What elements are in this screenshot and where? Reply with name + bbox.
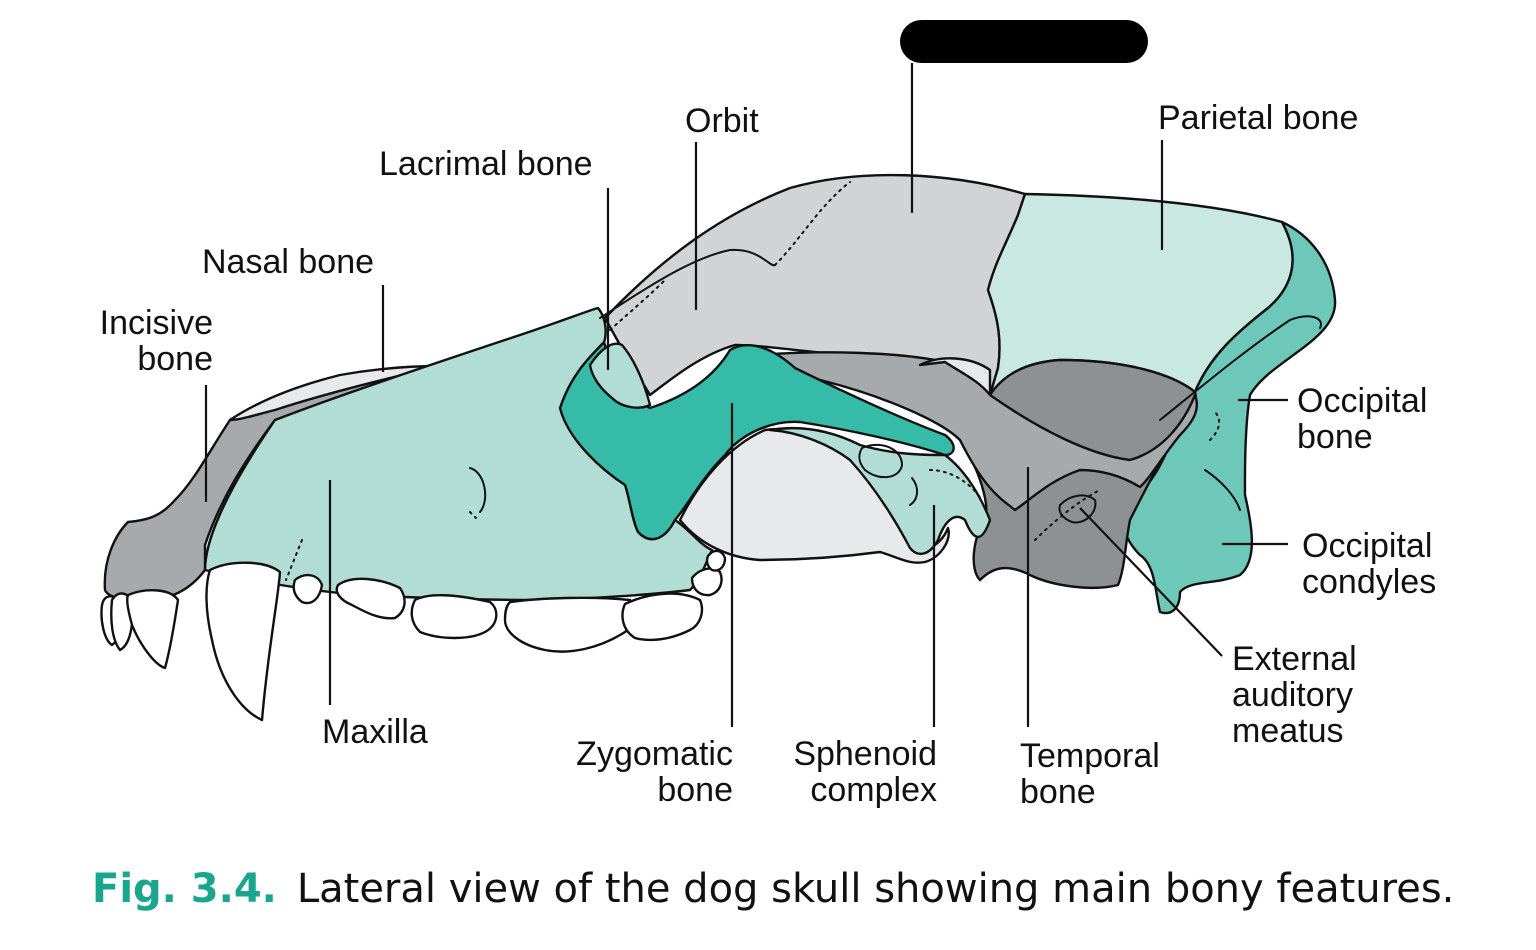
lacrimal-bone-label: Lacrimal bone — [379, 145, 593, 183]
molar-tooth — [621, 592, 704, 642]
pterygoid-region — [918, 357, 992, 397]
leader-lines — [204, 63, 1288, 727]
nasal-bone-label: Nasal bone — [202, 243, 374, 281]
occipital-condyles-label: Occipital — [1302, 527, 1432, 565]
figure-caption: Fig. 3.4. Lateral view of the dog skull s… — [92, 866, 1454, 912]
redaction-bar — [900, 20, 1148, 63]
incisive-bone-label: Incisive — [100, 304, 213, 342]
lacrimal-bone-shape — [588, 342, 652, 409]
molar-tooth — [690, 567, 723, 597]
teeth — [100, 549, 727, 722]
incisive-bone-label: bone — [137, 340, 213, 378]
labels: Incisive bone Nasal bone Lacrimal bone O… — [100, 99, 1437, 811]
external-auditory-meatus-label: meatus — [1232, 712, 1344, 750]
meatus-leader — [1079, 507, 1223, 657]
temporal-bone-label: Temporal — [1020, 737, 1160, 775]
incisor-tooth — [126, 589, 180, 670]
maxilla-label: Maxilla — [322, 713, 428, 751]
external-auditory-meatus-label: External — [1232, 640, 1357, 678]
skull-detail-lines — [285, 181, 1322, 581]
molar-tooth — [705, 549, 727, 572]
occipital-bone-label: Occipital — [1297, 382, 1427, 420]
occipital-bone-shape — [1121, 220, 1337, 615]
temporal-bone-label: bone — [1020, 773, 1096, 811]
carnassial-tooth — [503, 596, 637, 653]
premolar-tooth — [410, 594, 498, 640]
canine-tooth — [205, 561, 282, 722]
orbit-label: Orbit — [685, 102, 759, 140]
zygomatic-bone-label: Zygomatic — [576, 735, 733, 773]
sphenoid-complex-label: complex — [810, 771, 937, 809]
external-auditory-meatus-label: auditory — [1232, 676, 1353, 714]
zygomatic-bone-label: bone — [657, 771, 733, 809]
premolar-tooth — [292, 573, 324, 605]
occipital-condyles-label: condyles — [1302, 563, 1436, 601]
figure-caption-text: Lateral view of the dog skull showing ma… — [296, 866, 1455, 912]
premolar-tooth — [335, 577, 406, 620]
maxilla-shape — [203, 306, 714, 602]
figure-number: Fig. 3.4. — [92, 866, 277, 912]
sphenoid-complex-label: Sphenoid — [793, 735, 937, 773]
parietal-bone-label: Parietal bone — [1158, 99, 1358, 137]
occipital-bone-label: bone — [1297, 418, 1373, 456]
